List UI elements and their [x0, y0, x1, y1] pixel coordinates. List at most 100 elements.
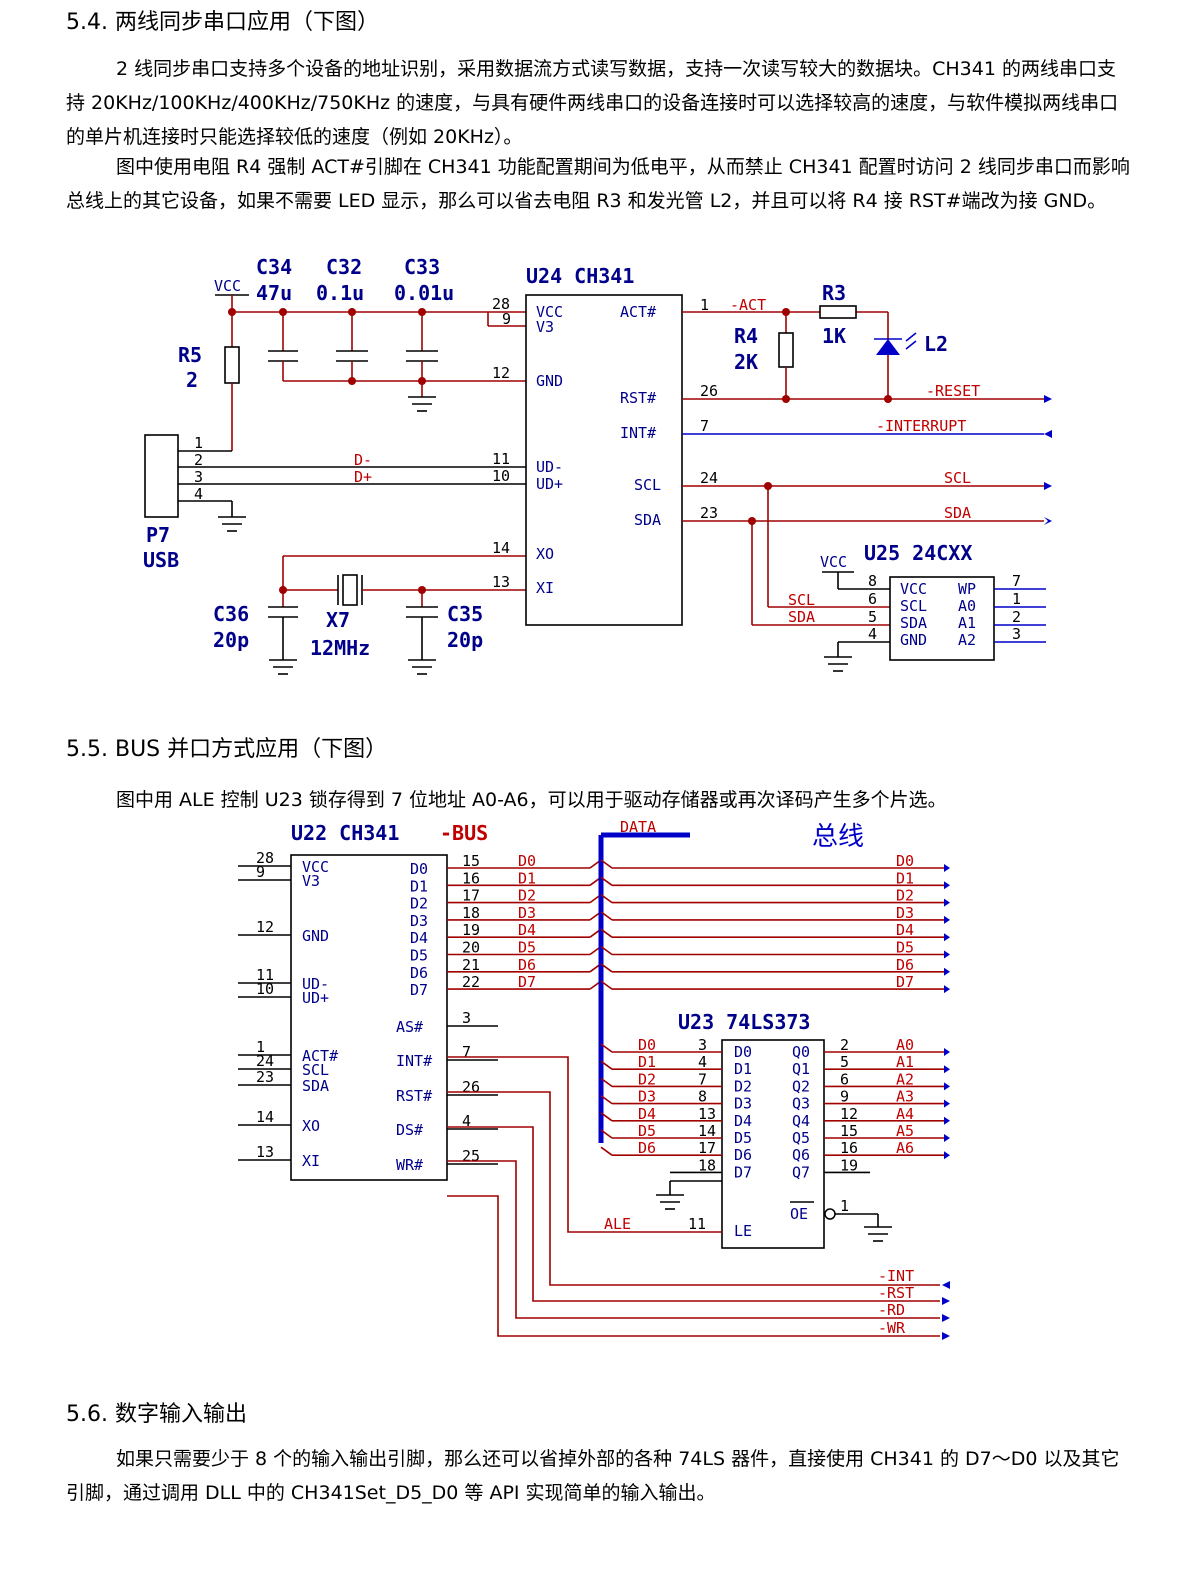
u23-output-pin-number: 19: [840, 1156, 858, 1174]
bus-net-label: D6: [896, 956, 914, 974]
u24-sig-rst: RST#: [620, 389, 656, 407]
u25-pin-4: 4: [868, 625, 877, 643]
c35-value: 20p: [447, 628, 483, 652]
int-wire: [447, 1091, 940, 1286]
u22-left-pin-number: 24: [256, 1052, 274, 1070]
u23-output-net-label: A1: [896, 1053, 914, 1071]
bus-line-bend: [600, 963, 613, 973]
section-5-5-heading: 5.5. BUS 并口方式应用（下图）: [66, 737, 388, 762]
ctrl-net-rd: -RD: [878, 1301, 905, 1319]
u23-output-net-label: A2: [896, 1070, 914, 1088]
c34-ref: C34: [256, 255, 292, 279]
usb-pin-3: 3: [194, 468, 203, 486]
u22-data-net-label: D2: [518, 887, 536, 905]
section-5-4-paragraph-2: 图中使用电阻 R4 强制 ACT#引脚在 CH341 功能配置期间为低电平，从而…: [66, 156, 1130, 212]
c32-value: 0.1u: [316, 281, 364, 305]
u22-ctrl-pin-number: 7: [462, 1043, 471, 1061]
u23-input-pin-number: 7: [698, 1070, 707, 1088]
u23-pin-le: 11: [688, 1215, 706, 1233]
u23-input-wire-bend: [600, 1146, 613, 1156]
u22-data-pin-number: 15: [462, 852, 480, 870]
u25-pin-7: 7: [1012, 572, 1021, 590]
section-5-5-paragraph-1: 图中用 ALE 控制 U23 锁存得到 7 位地址 A0-A6，可以用于驱动存储…: [116, 789, 947, 811]
u25-scl-label: SCL: [788, 591, 815, 609]
bus-line-bend: [600, 980, 613, 990]
u22-data-pin-number: 19: [462, 921, 480, 939]
u23-input-wire-bend: [600, 1112, 613, 1122]
u25-pin-2: 2: [1012, 608, 1021, 626]
resistor-r5: [224, 346, 240, 384]
u25-pin-1: 1: [1012, 590, 1021, 608]
u25-sig-a2: A2: [958, 631, 976, 649]
u25-pin-6: 6: [868, 590, 877, 608]
u24-pin-12: 12: [492, 364, 510, 382]
u23-input-signal: D7: [734, 1163, 752, 1181]
u23-output-arrow: [944, 1065, 950, 1074]
u23-output-signal: Q1: [792, 1060, 810, 1078]
u24-sig-xi: XI: [536, 579, 554, 597]
u24-pin-1: 1: [700, 296, 709, 314]
u22-data-net-label: D7: [518, 973, 536, 991]
u22-ctrl-pin-number: 25: [462, 1147, 480, 1165]
u22-data-pin-signal: D4: [410, 929, 428, 947]
u23-input-pin-number: 8: [698, 1088, 707, 1106]
usb-pin-4: 4: [194, 485, 203, 503]
u23-output-pin-number: 2: [840, 1036, 849, 1054]
c33-ref: C33: [404, 255, 440, 279]
scl-net-label: SCL: [944, 469, 971, 487]
bus-line-arrow: [944, 967, 950, 976]
u23-output-pin-number: 9: [840, 1088, 849, 1106]
u22-left-pin-number: 11: [256, 966, 274, 984]
u23-input-pin-number: 13: [698, 1105, 716, 1123]
u23-input-pin-number: 14: [698, 1122, 716, 1140]
resistor-r3: [819, 305, 857, 319]
u22-title-suffix: -BUS: [440, 821, 488, 845]
u22-left-pin-signal: UD+: [302, 989, 329, 1007]
u22-data-pin-signal: D3: [410, 912, 428, 930]
u22-data-net-label: D0: [518, 852, 536, 870]
u23-pin-oe: 1: [840, 1197, 849, 1215]
data-bus-label: DATA: [620, 818, 656, 836]
u23-title: U23 74LS373: [678, 1010, 810, 1034]
bus-net-label: D1: [896, 869, 914, 887]
bus-net-label: D3: [896, 904, 914, 922]
u23-output-signal: Q2: [792, 1077, 810, 1095]
u24-pin-28: 28: [492, 295, 510, 313]
u24-sig-scl: SCL: [634, 476, 661, 494]
u22-ctrl-pin-signal: WR#: [396, 1156, 423, 1174]
r3-ref: R3: [822, 281, 846, 305]
bus-line-arrow: [944, 915, 950, 924]
u22-left-pin-number: 9: [256, 863, 265, 881]
u23-output-pin-number: 16: [840, 1139, 858, 1157]
u24-title: U24 CH341: [526, 264, 634, 288]
bus-net-label: D2: [896, 887, 914, 905]
c32-ref: C32: [326, 255, 362, 279]
section-5-6-heading: 5.6. 数字输入输出: [66, 1402, 247, 1427]
u23-input-wire-bend: [600, 1094, 613, 1105]
chip-u22: [290, 854, 448, 1181]
u24-sig-xo: XO: [536, 545, 554, 563]
u22-ctrl-pin-number: 4: [462, 1112, 471, 1130]
capacitor-c35: [406, 606, 438, 675]
u22-left-pin-signal: ACT#: [302, 1047, 338, 1065]
u25-pin-5: 5: [868, 608, 877, 626]
u25-title: U25 24CXX: [864, 541, 972, 565]
bus-line-bend: [600, 911, 613, 921]
u22-ctrl-pin-signal: DS#: [396, 1121, 423, 1139]
u23-output-signal: Q6: [792, 1146, 810, 1164]
u23-input-net-label: D4: [638, 1105, 656, 1123]
usb-label: USB: [143, 548, 179, 572]
u23-input-signal: D4: [734, 1112, 752, 1130]
u22-data-pin-signal: D2: [410, 895, 428, 913]
ctrl-net-int: -INT: [878, 1267, 914, 1285]
reset-net-label: -RESET: [926, 382, 980, 400]
u22-left-pin-signal: VCC: [302, 858, 329, 876]
section-5-4-heading: 5.4. 两线同步串口应用（下图）: [66, 10, 379, 35]
u22-data-net-label: D6: [518, 956, 536, 974]
u23-output-signal: Q3: [792, 1095, 810, 1113]
u22-data-net-label: D3: [518, 904, 536, 922]
u24-sig-ud-minus: UD-: [536, 458, 563, 476]
vcc-label: VCC: [214, 277, 241, 295]
